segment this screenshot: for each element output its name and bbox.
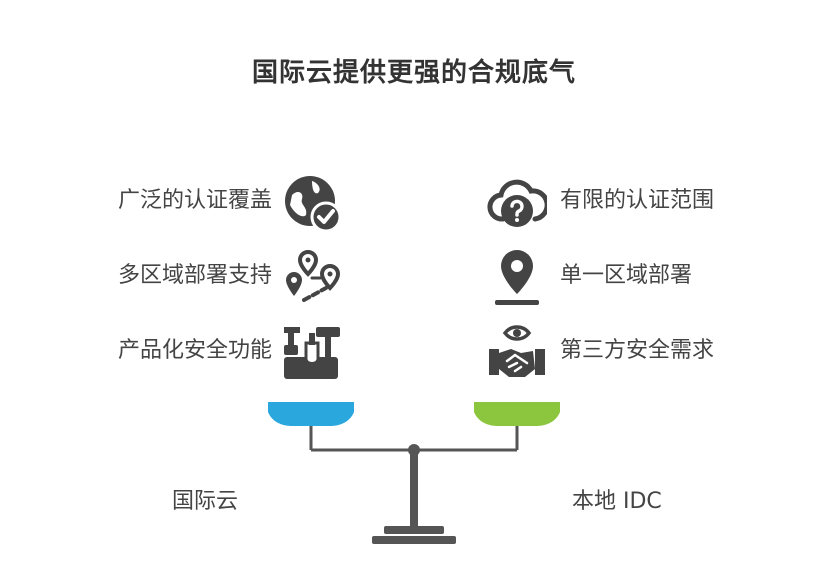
map-pins-icon [282, 248, 342, 308]
globe-check-icon [282, 173, 342, 233]
location-pin-icon [487, 248, 547, 308]
left-item-1-label: 广泛的认证覆盖 [117, 188, 272, 213]
left-item-2-label: 多区域部署支持 [117, 263, 272, 288]
right-side-label: 本地 IDC [572, 489, 662, 514]
left-side-label: 国际云 [172, 489, 239, 514]
scale-base [372, 536, 456, 544]
right-item-2-label: 单一区域部署 [560, 263, 693, 288]
scale-post [410, 450, 418, 528]
scale-base-top [384, 526, 444, 534]
cloud-question-icon [487, 173, 547, 233]
left-item-3-label: 产品化安全功能 [117, 338, 272, 363]
toolbox-icon [282, 323, 342, 383]
right-pan [474, 402, 560, 426]
right-item-1-label: 有限的认证范围 [560, 188, 715, 213]
handshake-eye-icon [487, 323, 547, 383]
left-pan [268, 402, 354, 426]
page-title: 国际云提供更强的合规底气 [251, 58, 576, 88]
right-item-3-label: 第三方安全需求 [560, 338, 715, 363]
